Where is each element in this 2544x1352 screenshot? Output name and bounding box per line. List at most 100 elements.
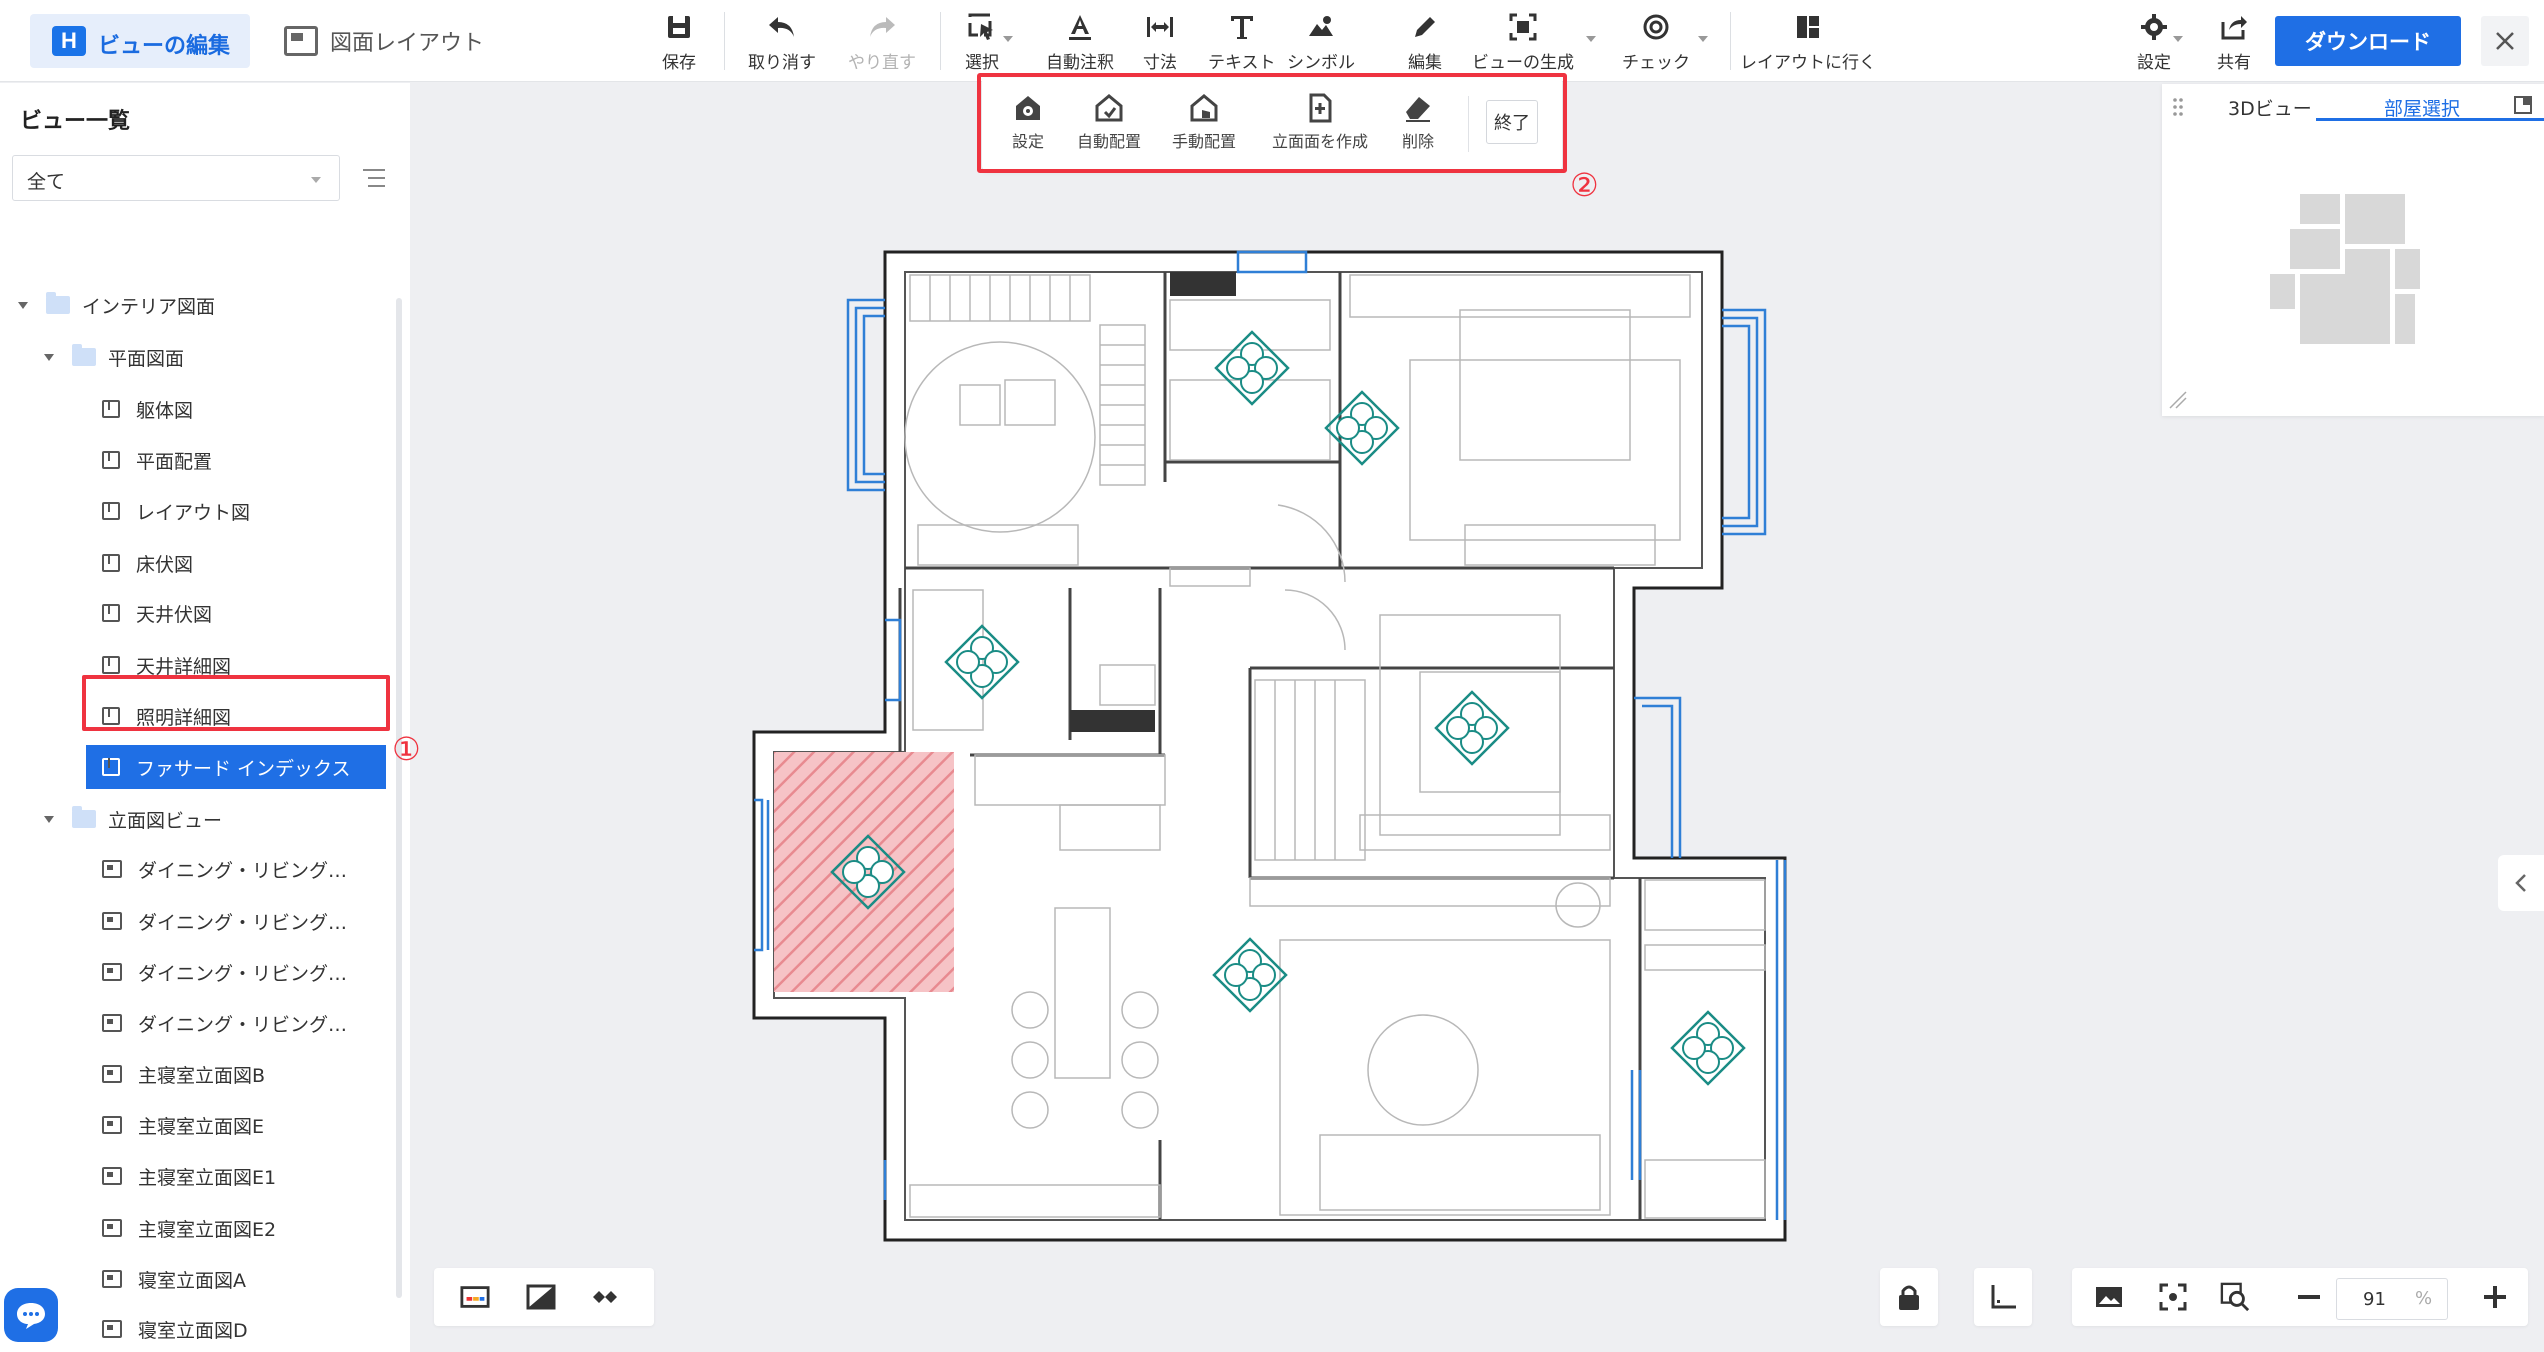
- tab-3d-view[interactable]: 3Dビュー: [2228, 98, 2312, 120]
- contrast-button[interactable]: [526, 1282, 556, 1312]
- chevron-down-icon[interactable]: [2173, 36, 2183, 42]
- elevation-index-marker[interactable]: [1214, 330, 1290, 406]
- lock-button[interactable]: [1894, 1282, 1924, 1312]
- tree-item[interactable]: 天井詳細図: [0, 643, 400, 687]
- elevation-view-icon: [102, 1116, 122, 1134]
- plan-view-icon: [102, 502, 120, 520]
- chevron-down-icon[interactable]: [18, 301, 28, 309]
- list-options-button[interactable]: [360, 163, 388, 193]
- chevron-down-icon[interactable]: [1586, 36, 1596, 42]
- elevation-index-marker[interactable]: [1670, 1010, 1746, 1086]
- tree-item[interactable]: 主寝室立面図E1: [0, 1154, 400, 1198]
- image-button[interactable]: [2094, 1282, 2124, 1312]
- select-button[interactable]: 選択: [965, 8, 1013, 74]
- delete-button[interactable]: 削除: [1402, 92, 1434, 152]
- plan-view-icon: [102, 604, 120, 622]
- tree-item[interactable]: レイアウト図: [0, 489, 400, 533]
- elevation-index-marker[interactable]: [1434, 690, 1510, 766]
- view-filter-value: 全て: [27, 171, 66, 193]
- chat-support-button[interactable]: [4, 1288, 58, 1342]
- tree-item[interactable]: 主寝室立面図E: [0, 1103, 400, 1147]
- separator: [724, 12, 725, 70]
- end-button[interactable]: 終了: [1486, 100, 1538, 144]
- annotation-marker-1: ①: [392, 730, 421, 768]
- text-button[interactable]: テキスト: [1208, 8, 1276, 74]
- chevron-down-icon[interactable]: [44, 353, 54, 361]
- tree-item[interactable]: 寝室立面図D: [0, 1307, 400, 1351]
- tree-item[interactable]: 平面配置: [0, 438, 400, 482]
- tab-room-select[interactable]: 部屋選択: [2384, 98, 2461, 120]
- tree-item[interactable]: ダイニング・リビング…: [0, 950, 400, 994]
- redo-label: やり直す: [848, 53, 916, 73]
- tree-item[interactable]: 照明詳細図: [0, 694, 400, 738]
- tab-drawing-layout[interactable]: 図面レイアウト: [284, 14, 484, 68]
- tab-view-edit-label: ビューの編集: [98, 34, 231, 59]
- collapse-panel-button[interactable]: [2498, 855, 2544, 911]
- check-button[interactable]: チェック: [1622, 8, 1708, 74]
- tree-item[interactable]: 主寝室立面図E2: [0, 1206, 400, 1250]
- elevation-index-marker[interactable]: [830, 834, 906, 910]
- tree-item[interactable]: インテリア図面: [0, 283, 400, 327]
- view-filter-select[interactable]: 全て: [12, 155, 340, 201]
- chevron-down-icon[interactable]: [1003, 36, 1013, 42]
- generate-view-button[interactable]: ビューの生成: [1472, 8, 1596, 74]
- zoom-out-button[interactable]: [2294, 1282, 2324, 1312]
- tree-item[interactable]: 躯体図: [0, 387, 400, 431]
- manual-place-button[interactable]: 手動配置: [1172, 92, 1236, 152]
- tree-item[interactable]: 天井伏図: [0, 591, 400, 635]
- manual-place-label: 手動配置: [1172, 132, 1237, 151]
- auto-annotate-label: 自動注釈: [1046, 53, 1114, 73]
- tree-item-label: 床伏図: [136, 553, 194, 576]
- tab-view-edit[interactable]: H ビューの編集: [30, 14, 250, 68]
- active-tab-indicator: [2316, 118, 2544, 121]
- chevron-down-icon[interactable]: [44, 815, 54, 823]
- redo-button[interactable]: やり直す: [848, 8, 916, 74]
- close-button[interactable]: [2481, 16, 2529, 66]
- auto-place-button[interactable]: 自動配置: [1077, 92, 1141, 152]
- elevation-index-marker[interactable]: [1212, 937, 1288, 1013]
- tree-item[interactable]: ダイニング・リビング…: [0, 847, 400, 891]
- drag-handle-icon[interactable]: [2172, 96, 2184, 118]
- plan-view-icon: [102, 400, 120, 418]
- tree-item[interactable]: 寝室立面図A: [0, 1257, 400, 1301]
- auto-annotate-button[interactable]: 自動注釈: [1046, 8, 1114, 74]
- edit-button[interactable]: 編集: [1408, 8, 1442, 74]
- facade-settings-button[interactable]: 設定: [1012, 92, 1044, 152]
- expand-icon[interactable]: [2512, 94, 2534, 116]
- check-icon: [1643, 14, 1669, 40]
- tree-item[interactable]: ダイニング・リビング…: [0, 899, 400, 943]
- create-elevation-button[interactable]: 立面面を作成: [1272, 92, 1368, 152]
- download-button[interactable]: ダウンロード: [2275, 16, 2461, 66]
- link-button[interactable]: [590, 1282, 620, 1312]
- zoom-input[interactable]: 91 %: [2336, 1278, 2448, 1320]
- tree-item-label: 寝室立面図D: [138, 1319, 248, 1342]
- tree-item[interactable]: 主寝室立面図B: [0, 1052, 400, 1096]
- facade-index-toolbar: 設定 自動配置 手動配置 立面面を作成 削除 終了: [982, 78, 1562, 170]
- chevron-down-icon[interactable]: [1698, 36, 1708, 42]
- resize-handle-icon[interactable]: [2168, 390, 2188, 410]
- save-button[interactable]: 保存: [662, 8, 696, 74]
- tree-item[interactable]: 立面図ビュー: [0, 797, 400, 841]
- tree-item[interactable]: ファサード インデックス: [86, 745, 386, 789]
- sidebar-scrollbar[interactable]: [396, 298, 402, 1298]
- elevation-index-marker[interactable]: [1324, 390, 1400, 466]
- check-label: チェック: [1622, 53, 1690, 73]
- tree-item[interactable]: 床伏図: [0, 541, 400, 585]
- go-layout-button[interactable]: レイアウトに行く: [1740, 8, 1876, 74]
- legend-button[interactable]: [460, 1282, 490, 1312]
- dimension-button[interactable]: 寸法: [1143, 8, 1177, 74]
- tree-item[interactable]: ダイニング・リビング…: [0, 1001, 400, 1045]
- redo-icon: [870, 17, 895, 37]
- zoom-in-button[interactable]: [2480, 1282, 2510, 1312]
- mini-map[interactable]: [2270, 194, 2440, 354]
- elevation-index-marker[interactable]: [944, 624, 1020, 700]
- angle-button[interactable]: [1988, 1282, 2018, 1312]
- settings-button[interactable]: 設定: [2137, 8, 2183, 74]
- undo-button[interactable]: 取り消す: [748, 8, 816, 74]
- share-button[interactable]: 共有: [2217, 8, 2251, 74]
- tree-item[interactable]: 平面図面: [0, 335, 400, 379]
- fit-view-button[interactable]: [2158, 1282, 2188, 1312]
- zoom-area-button[interactable]: [2220, 1282, 2250, 1312]
- zoom-value: 91: [2363, 1289, 2386, 1310]
- symbol-button[interactable]: シンボル: [1287, 8, 1355, 74]
